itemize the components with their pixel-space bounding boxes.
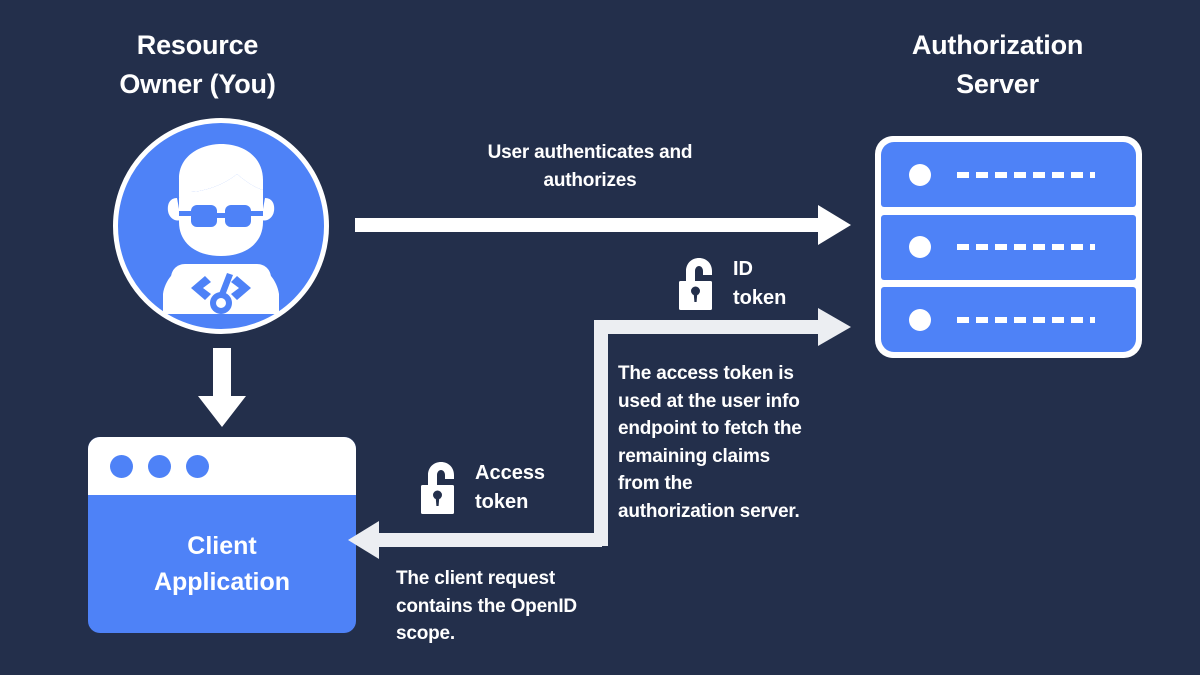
arrow-client-request: [348, 521, 602, 559]
server-rack-row: [881, 142, 1136, 207]
server-led-icon: [909, 308, 931, 331]
server-dash-line: [957, 316, 1095, 323]
access-token-label: Access token: [475, 462, 546, 513]
resource-owner-title: Resource Owner (You): [119, 30, 276, 100]
authorization-server-title: Authorization Server: [911, 30, 1084, 100]
server-rack-row: [881, 214, 1136, 280]
server-led-icon: [909, 163, 931, 186]
id-token-label: ID token: [733, 258, 787, 309]
id-token-badge: ID token: [678, 255, 786, 313]
client-window-titlebar: [88, 437, 356, 495]
unlocked-padlock-icon: [679, 258, 712, 310]
server-dash-line: [957, 171, 1095, 178]
caption-user-authenticates: User authenticates and authorizes: [487, 142, 693, 191]
caption-access-token-userinfo: The access token is used at the user inf…: [618, 363, 802, 522]
authorization-server-icon: [875, 136, 1142, 358]
developer-avatar-icon: [163, 144, 279, 314]
arrow-owner-to-client: [198, 348, 246, 427]
arrow-user-authenticates: [355, 205, 851, 245]
client-application-label: Client Application: [153, 532, 291, 597]
window-dot-icon: [148, 454, 171, 478]
server-dash-line: [957, 244, 1095, 250]
caption-client-request-openid-scope: The client request contains the OpenID s…: [396, 568, 577, 645]
window-dot-icon: [186, 454, 209, 478]
client-application-window: Client Application: [88, 437, 356, 633]
server-rack-row: [881, 287, 1136, 352]
server-led-icon: [909, 236, 931, 258]
access-token-badge: Access token: [420, 459, 545, 517]
window-dot-icon: [110, 454, 133, 478]
unlocked-padlock-icon: [421, 462, 454, 514]
